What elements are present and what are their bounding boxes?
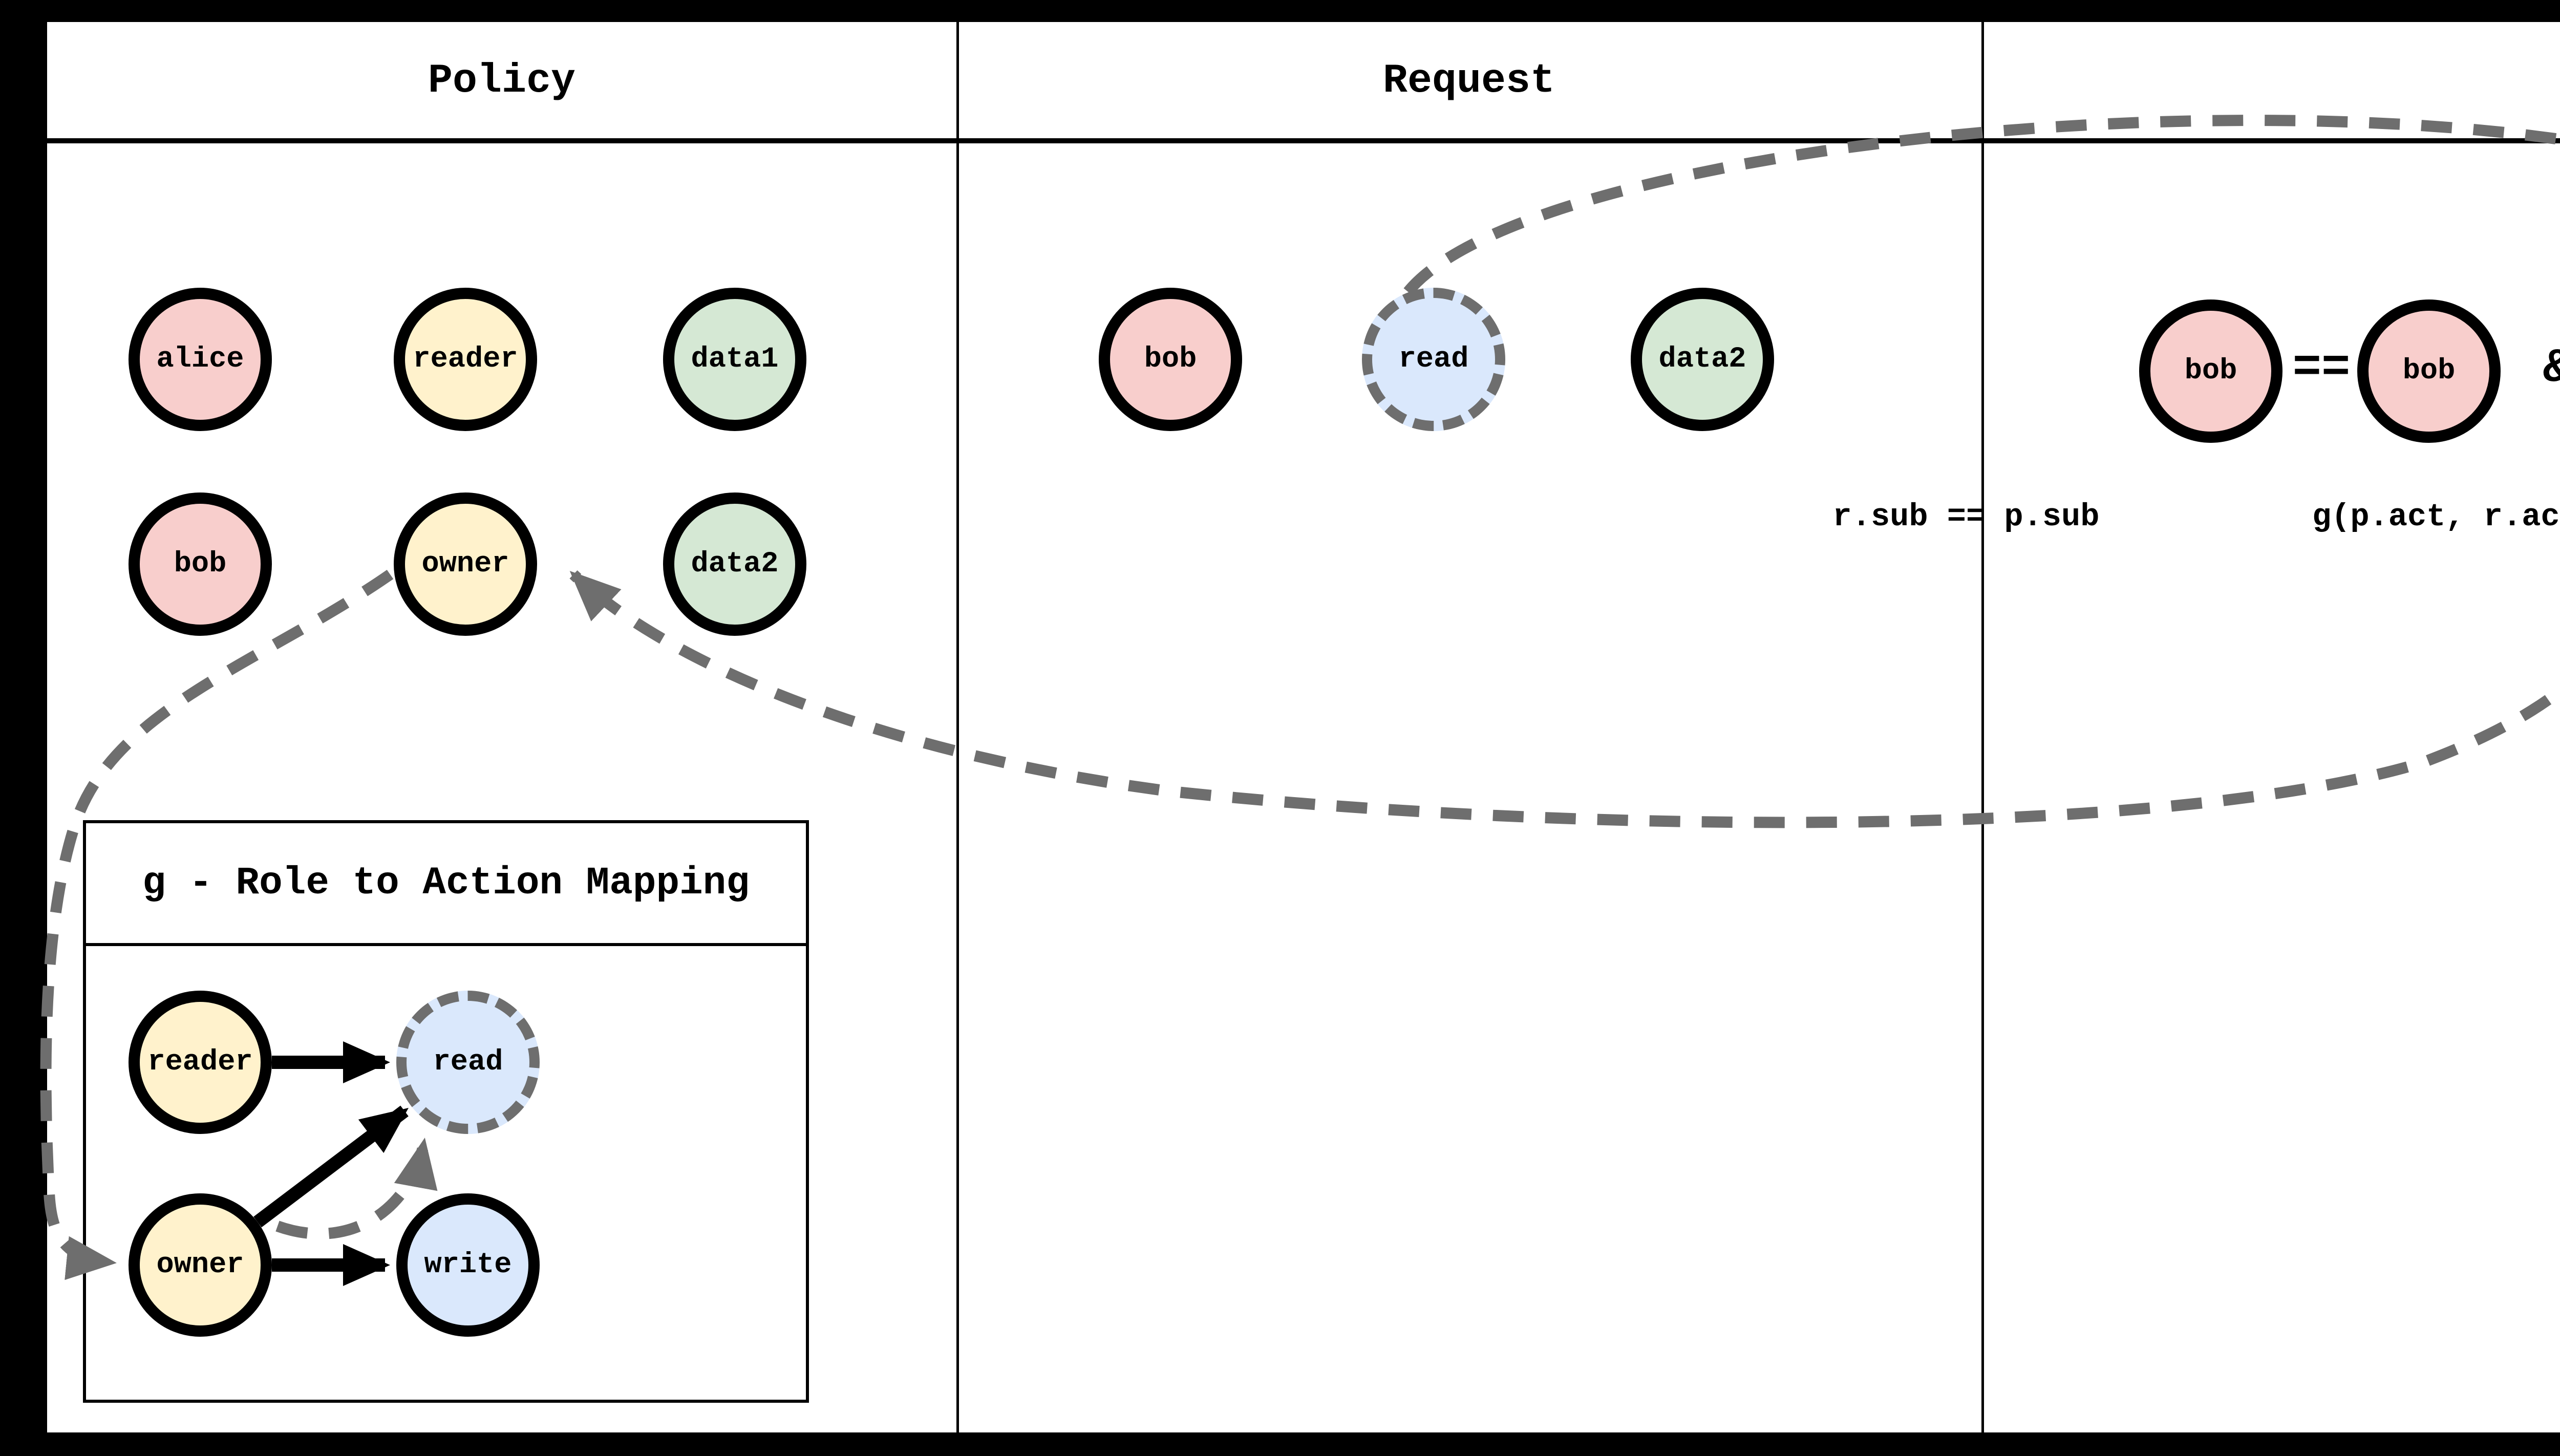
column-header-request: Request	[1382, 58, 1555, 104]
column-header-policy: Policy	[428, 58, 576, 104]
gbox-node-owner: owner	[129, 1193, 272, 1337]
role-mapping-title: g - Role to Action Mapping	[86, 823, 806, 946]
policy-node-data1: data1	[663, 288, 806, 431]
request-node-bob: bob	[1099, 288, 1242, 431]
policy-node-data2: data2	[663, 493, 806, 636]
column-divider-request-matching	[1981, 22, 1984, 1432]
gbox-node-write: write	[396, 1193, 540, 1337]
matching-sublabel-act: g(p.act, r.act)	[2312, 499, 2560, 535]
column-divider-policy-request	[956, 22, 959, 1432]
matching-node-bob-policy: bob	[2357, 299, 2501, 443]
gbox-node-reader: reader	[129, 991, 272, 1134]
policy-node-reader: reader	[394, 288, 537, 431]
matching-sublabel-sub: r.sub == p.sub	[1832, 499, 2100, 535]
request-node-data2: data2	[1631, 288, 1774, 431]
policy-node-owner: owner	[394, 493, 537, 636]
request-node-read: read	[1362, 288, 1505, 431]
matching-op-eq1: ==	[2292, 341, 2351, 396]
column-header-matching: Matching	[2469, 40, 2560, 122]
diagram-canvas: Policy Request Matching alice reader dat…	[47, 22, 2560, 1432]
header-row	[47, 22, 2560, 143]
policy-node-bob: bob	[129, 493, 272, 636]
gbox-node-read: read	[396, 991, 540, 1134]
matching-op-and1: &&	[2505, 317, 2560, 420]
policy-node-alice: alice	[129, 288, 272, 431]
